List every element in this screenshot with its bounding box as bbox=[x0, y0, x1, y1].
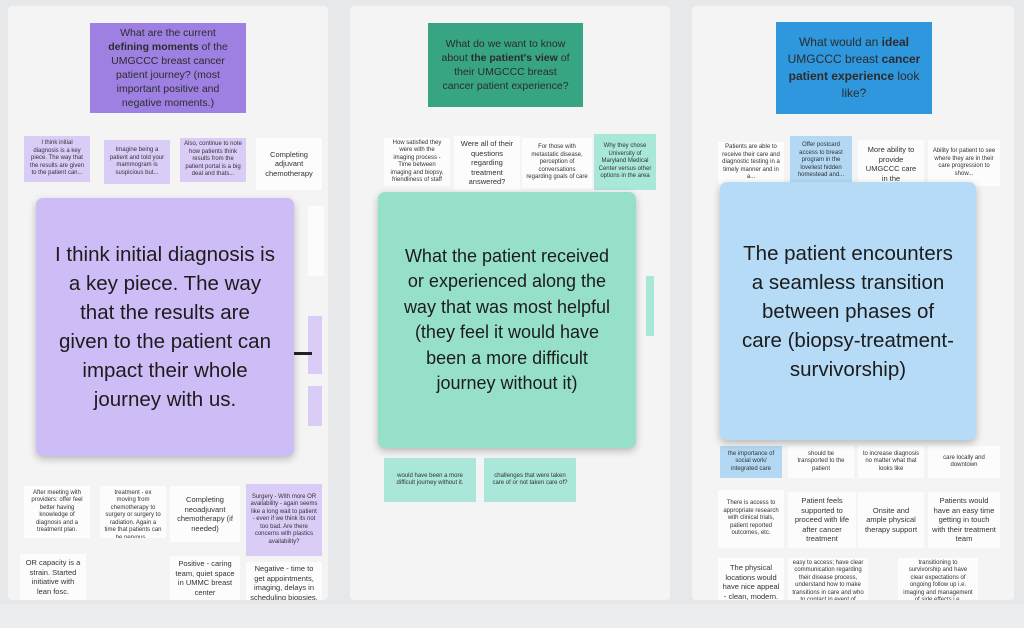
sticky-note[interactable]: would have been a more difficult journey… bbox=[384, 458, 476, 502]
side-note[interactable] bbox=[308, 206, 324, 276]
sticky-note[interactable]: Positive - caring team, quiet space in U… bbox=[170, 556, 240, 600]
sticky-note[interactable]: Surgery - With more OR availability - ag… bbox=[246, 484, 322, 556]
sticky-note[interactable]: There is access to appropriate research … bbox=[718, 490, 784, 548]
sticky-note[interactable]: Were all of their questions regarding tr… bbox=[454, 136, 520, 190]
sticky-note[interactable]: Offer postcard access to breast program … bbox=[790, 136, 852, 186]
sticky-note[interactable]: Patient feels supported to proceed with … bbox=[788, 492, 856, 548]
zoomed-note-seamless-transition[interactable]: The patient encounters a seamless transi… bbox=[720, 182, 976, 440]
sticky-note[interactable]: Transitions of treatment - ex moving fro… bbox=[100, 486, 166, 538]
column-header: What would an ideal UMGCCC breast cancer… bbox=[776, 22, 932, 114]
sticky-note[interactable]: Patients are able to receive their care … bbox=[718, 142, 784, 184]
column-header: What do we want to know about the patien… bbox=[428, 23, 583, 107]
sticky-note[interactable]: Patients feel system is easy to access; … bbox=[788, 558, 868, 600]
zoomed-note-most-helpful[interactable]: What the patient received or experienced… bbox=[378, 192, 636, 448]
sticky-note[interactable]: to increase diagnosis no matter what tha… bbox=[858, 446, 924, 478]
sticky-note[interactable]: After meeting with providers: offer feel… bbox=[24, 486, 90, 538]
sticky-note[interactable]: should be transported to the patient bbox=[788, 446, 854, 478]
sticky-note[interactable]: Post engagement in transitioning to surv… bbox=[898, 558, 978, 600]
sticky-note[interactable]: care locally and downtown bbox=[928, 446, 1000, 478]
sticky-note[interactable]: Imagine being a patient and told your ma… bbox=[104, 140, 170, 184]
sticky-note[interactable]: Ability for patient to see where they ar… bbox=[928, 140, 1000, 186]
side-note[interactable] bbox=[308, 316, 322, 374]
sticky-note[interactable]: Completing neoadjuvant chemotherapy (if … bbox=[170, 486, 240, 542]
sticky-note[interactable]: OR capacity is a strain. Started initiat… bbox=[20, 554, 86, 600]
sticky-note[interactable]: The physical locations would have nice a… bbox=[718, 558, 784, 600]
sticky-note[interactable]: the importance of social work/ integrate… bbox=[720, 446, 782, 478]
side-note[interactable] bbox=[308, 386, 322, 426]
side-note[interactable] bbox=[646, 276, 654, 336]
sticky-note[interactable]: Why they chose University of Maryland Me… bbox=[594, 134, 656, 190]
sticky-note[interactable]: Completing adjuvant chemotherapy bbox=[256, 138, 322, 190]
canvas-bottom-edge bbox=[0, 604, 1024, 628]
sticky-note[interactable]: Negative - time to get appointments, ima… bbox=[246, 562, 322, 600]
column-header: What are the current defining moments of… bbox=[90, 23, 246, 113]
sticky-note[interactable]: challenges that were taken care of or no… bbox=[484, 458, 576, 502]
sticky-note[interactable]: For those with metastatic disease, perce… bbox=[522, 138, 592, 188]
sticky-note[interactable]: Also, continue to note how patients thin… bbox=[180, 138, 246, 182]
sticky-note[interactable]: I think initial diagnosis is a key piece… bbox=[24, 136, 90, 182]
zoomed-note-initial-diagnosis[interactable]: I think initial diagnosis is a key piece… bbox=[36, 198, 294, 456]
sticky-note[interactable]: Patients would have an easy time getting… bbox=[928, 492, 1000, 548]
sticky-note[interactable]: More ability to provide UMGCCC care in t… bbox=[858, 140, 924, 188]
sticky-note[interactable]: How satisfied they were with the imaging… bbox=[384, 138, 450, 186]
sticky-note[interactable]: Onsite and ample physical therapy suppor… bbox=[858, 492, 924, 548]
